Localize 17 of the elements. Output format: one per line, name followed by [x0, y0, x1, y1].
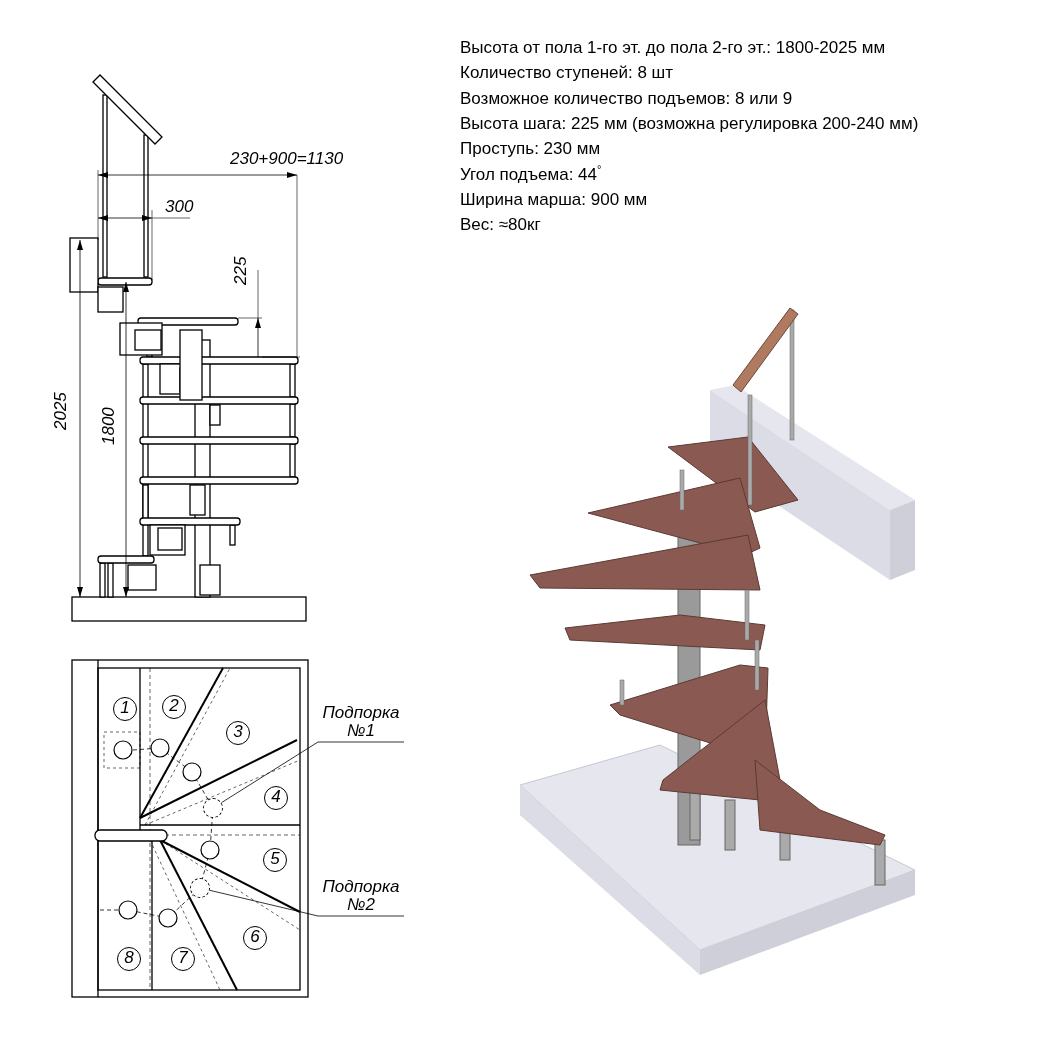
- dimension-label: 2025: [52, 392, 70, 430]
- leader-line: [209, 889, 405, 917]
- dimension-label: 300: [165, 198, 194, 216]
- dimension-label: 230+900=1130: [230, 150, 344, 168]
- spec-text: Высота от пола 1-го эт. до пола 2-го эт.: 1800-2025 мм: [460, 38, 886, 58]
- callout-label: Подпорка №2: [322, 877, 400, 914]
- spec-text: Количество ступеней: 8 шт: [460, 63, 674, 84]
- dimension-label: 225: [232, 256, 250, 285]
- spec-text: Проступь: 230 мм: [460, 139, 601, 160]
- spec-text: Вес: ≈80кг: [460, 215, 541, 236]
- leader-line: [221, 741, 405, 804]
- spec-text: Возможное количество подъемов: 8 или 9: [460, 88, 793, 109]
- callout-label: Подпорка №1: [322, 703, 400, 740]
- spec-text: Высота шага: 225 мм (возможна регулировка 200-240 мм): [460, 113, 919, 134]
- dimension-label: 1800: [100, 407, 118, 445]
- spec-text: Ширина марша: 900 мм: [460, 189, 648, 210]
- spec-text: Угол подъема: 44$^{°}$: [460, 164, 602, 185]
